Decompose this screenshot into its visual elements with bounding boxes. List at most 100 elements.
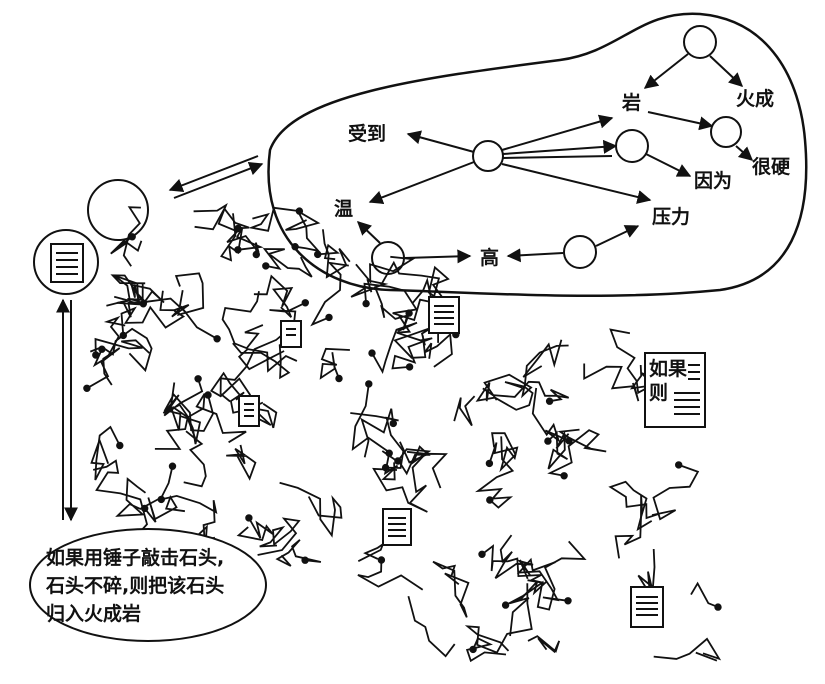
arrow-center-to-yali [501,163,652,204]
tangle-strand [249,403,278,429]
tangle-strand [90,425,121,481]
tangle-node-dot [714,603,722,611]
tangle-strand [115,465,174,517]
tangle-strand [381,445,432,476]
tangle-strand [257,517,301,556]
document-card-3 [238,395,260,427]
arrow-top-to-yan [643,53,689,89]
tangle-node-dot [140,504,149,513]
tangle-strand [522,339,563,378]
tangle-strand [366,279,410,331]
tangle-strand [509,580,547,637]
double-arrow-card-to-bubble [63,300,71,520]
tangle-strand [163,382,214,432]
tangle-strand [637,548,657,595]
tangle-strand [424,332,453,368]
tangle-strand [609,328,658,395]
tangle-strand [275,539,322,567]
double-arrow-network-link [170,156,262,198]
document-card-4 [382,508,412,546]
tangle-strand [236,517,274,542]
tangle-node-dot [405,363,414,371]
tangle-node-dot [485,459,494,468]
arrow-top-to-huocheng [709,55,744,87]
arrow-center-to-yinwei [502,155,613,159]
tangle-strand [482,380,570,403]
tangle-strand [407,595,456,658]
tangle-node-dot [157,495,165,504]
tangle-strand [465,637,507,663]
label-yali: 压力 [652,206,691,228]
tangle-node-dot [478,550,486,558]
label-yan: 岩 [622,92,642,114]
tangle-strand [248,206,300,232]
tangle-strand [505,540,587,611]
tangle-strand [226,444,257,481]
network-node-hard [710,116,742,148]
tangle-strand [483,344,569,401]
tangle-node-dot [675,461,683,469]
tangle-strand [253,274,294,318]
bubble-line-3: 归入火成岩 [46,603,142,625]
tangle-node-dot [377,556,386,564]
tangle-strand [475,381,534,411]
tangle-strand [690,581,719,608]
tangle-strand [350,412,405,469]
tangle-strand [86,347,121,390]
network-node-gao [563,235,597,269]
tangle-node-dot [368,349,376,357]
tangle-strand [220,213,264,262]
tangle-strand [494,534,534,580]
arrow-gao-to-yali [595,225,640,247]
arrow-gaonode-to-gao [506,248,564,263]
tangle-strand [193,203,260,255]
tangle-node-dot [365,380,373,388]
tangle-strand [319,347,350,380]
tangle-strand [221,291,264,350]
label-wen: 温 [334,198,354,220]
tangle-strand [159,290,218,340]
label-henying: 很硬 [752,156,791,178]
tangle-node-dot [245,514,253,522]
tangle-strand [350,260,441,303]
tangle-strand [209,371,256,405]
tangle-strand [360,408,395,458]
tangle-strand [94,337,151,356]
rule-speech-bubble: 如果用锤子敲击石头, 石头不碎,则把该石头 归入火成岩 [38,530,276,638]
tangle-node-dot [389,419,397,428]
tangle-node-dot [565,437,573,445]
tangle-strand [516,557,569,602]
tangle-strand [120,305,186,336]
tangle-strand [399,441,448,489]
arrow-center-to-wen [368,161,475,205]
tangle-node-dot [83,384,91,392]
tangle-node-dot [204,391,212,399]
arrow-center-to-nodeyan [502,139,618,155]
tangle-strand [531,387,570,443]
tangle-node-dot [291,242,299,251]
arrow-center-to-yan [501,114,614,151]
tangle-strand [317,243,340,261]
neural-tangle [83,203,722,663]
bubble-line-2: 石头不碎,则把该石头 [46,575,225,597]
tangle-strand [161,494,218,557]
tangle-strand [143,495,186,523]
tangle-strand [92,315,126,368]
network-node-top [683,25,717,59]
tangle-strand [547,428,607,477]
tangle-node-dot [301,299,309,307]
tangle-strand [608,480,660,532]
tangle-strand [547,430,570,470]
if-then-rule-card: 如果 则 [644,352,706,428]
tangle-strand [194,207,250,231]
tangle-node-dot [362,299,370,308]
tangle-node-dot [262,262,270,270]
arrow-wen-node-to-wen [356,221,381,244]
tangle-node-dot [394,457,402,465]
tangle-strand [322,229,351,279]
arrow-nodeyan-to-yinwei [645,153,692,177]
tangle-node-dot [325,313,333,322]
tangle-strand [351,383,388,452]
tangle-strand [583,363,640,402]
